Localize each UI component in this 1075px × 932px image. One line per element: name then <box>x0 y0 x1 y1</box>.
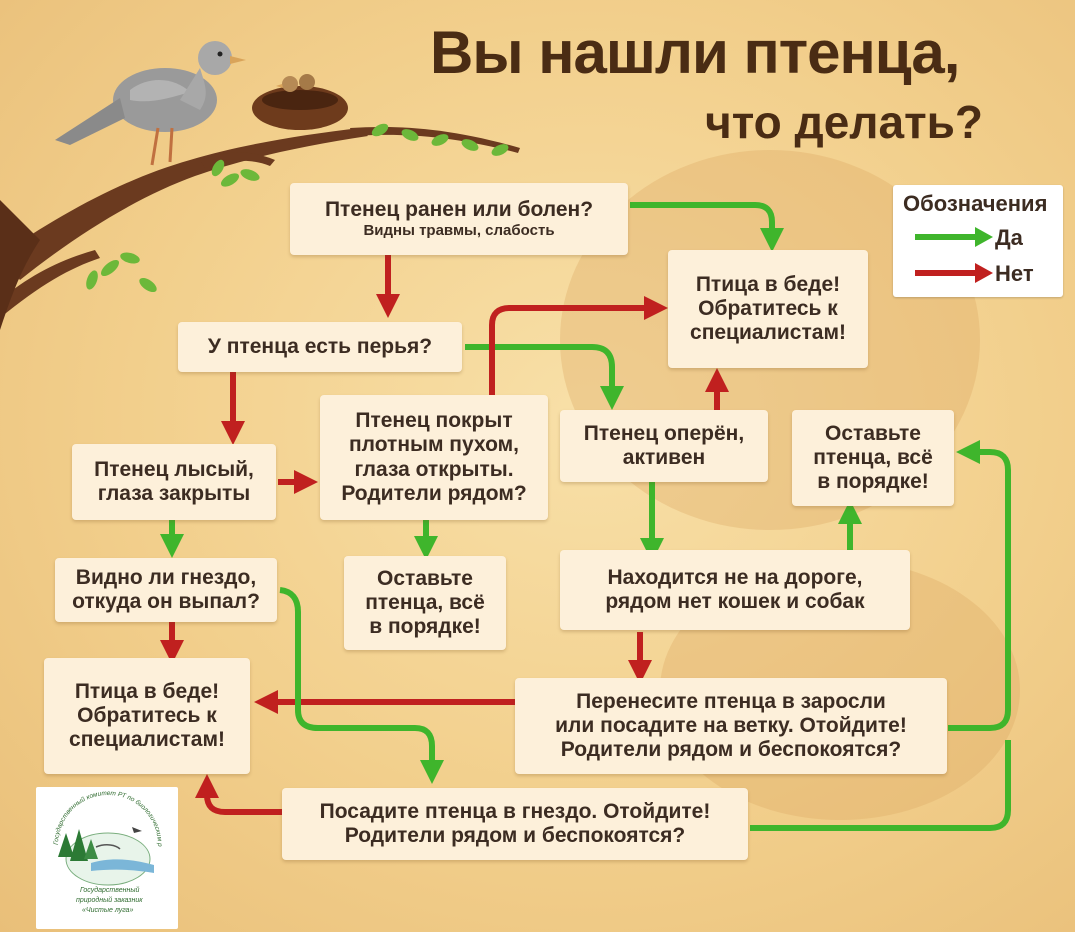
node-down-line: глаза открыты. <box>354 458 513 482</box>
arrow-no <box>492 308 656 395</box>
logo-emblem-icon: Государственный комитет РТ по биологичес… <box>36 787 178 897</box>
node-move-line: Перенесите птенца в заросли <box>576 690 886 714</box>
node-leave-right-line: в порядке! <box>817 470 929 494</box>
node-fledged-line: активен <box>623 446 705 470</box>
node-move-line: или посадите на ветку. Отойдите! <box>555 714 907 738</box>
node-bald-line: Птенец лысый, <box>94 458 254 482</box>
node-leave-right: Оставьте птенца, всё в порядке! <box>792 410 954 506</box>
logo-caption: «Чистые луга» <box>82 907 133 914</box>
reserve-logo: Государственный комитет РТ по биологичес… <box>36 787 178 929</box>
node-not-road-line: Находится не на дороге, <box>607 566 862 590</box>
node-bald: Птенец лысый, глаза закрыты <box>72 444 276 520</box>
node-trouble-left: Птица в беде! Обратитесь к специалистам! <box>44 658 250 774</box>
node-put-nest-line: Посадите птенца в гнездо. Отойдите! <box>320 800 711 824</box>
node-feathers: У птенца есть перья? <box>178 322 462 372</box>
arrow-yes <box>948 452 1008 728</box>
node-fledged-line: Птенец оперён, <box>584 422 744 446</box>
node-nest-visible: Видно ли гнездо, откуда он выпал? <box>55 558 277 622</box>
node-move: Перенесите птенца в заросли или посадите… <box>515 678 947 774</box>
node-injured-question: Птенец ранен или болен? <box>325 198 593 222</box>
arrow-no <box>207 786 282 812</box>
node-bald-line: глаза закрыты <box>98 482 251 506</box>
node-not-road: Находится не на дороге, рядом нет кошек … <box>560 550 910 630</box>
node-injured: Птенец ранен или болен? Видны травмы, сл… <box>290 183 628 255</box>
node-move-line: Родители рядом и беспокоятся? <box>561 738 902 762</box>
node-leave-mid: Оставьте птенца, всё в порядке! <box>344 556 506 650</box>
logo-caption: Государственный <box>80 887 139 894</box>
node-not-road-line: рядом нет кошек и собак <box>605 590 864 614</box>
node-down-line: Родители рядом? <box>341 482 526 506</box>
node-leave-mid-line: птенца, всё <box>365 591 485 615</box>
node-injured-hint: Видны травмы, слабость <box>363 222 554 239</box>
node-trouble-left-line: специалистам! <box>69 728 225 752</box>
node-trouble-top-line: Птица в беде! <box>696 273 840 297</box>
node-leave-right-line: Оставьте <box>825 422 921 446</box>
node-feathers-question: У птенца есть перья? <box>208 335 432 359</box>
node-leave-mid-line: в порядке! <box>369 615 481 639</box>
node-trouble-left-line: Обратитесь к <box>77 704 217 728</box>
node-down-line: Птенец покрыт <box>355 409 512 433</box>
node-put-nest: Посадите птенца в гнездо. Отойдите! Роди… <box>282 788 748 860</box>
node-trouble-left-line: Птица в беде! <box>75 680 219 704</box>
arrow-yes <box>630 205 772 240</box>
node-trouble-top-line: специалистам! <box>690 321 846 345</box>
node-trouble-top: Птица в беде! Обратитесь к специалистам! <box>668 250 868 368</box>
logo-caption: природный заказник <box>76 897 143 904</box>
node-leave-right-line: птенца, всё <box>813 446 933 470</box>
node-down-line: плотным пухом, <box>349 433 519 457</box>
node-trouble-top-line: Обратитесь к <box>698 297 838 321</box>
arrow-yes <box>465 347 612 398</box>
node-put-nest-line: Родители рядом и беспокоятся? <box>345 824 686 848</box>
node-leave-mid-line: Оставьте <box>377 567 473 591</box>
node-down: Птенец покрыт плотным пухом, глаза откры… <box>320 395 548 520</box>
node-nest-visible-line: откуда он выпал? <box>72 590 260 614</box>
node-nest-visible-line: Видно ли гнездо, <box>76 566 256 590</box>
node-fledged: Птенец оперён, активен <box>560 410 768 482</box>
